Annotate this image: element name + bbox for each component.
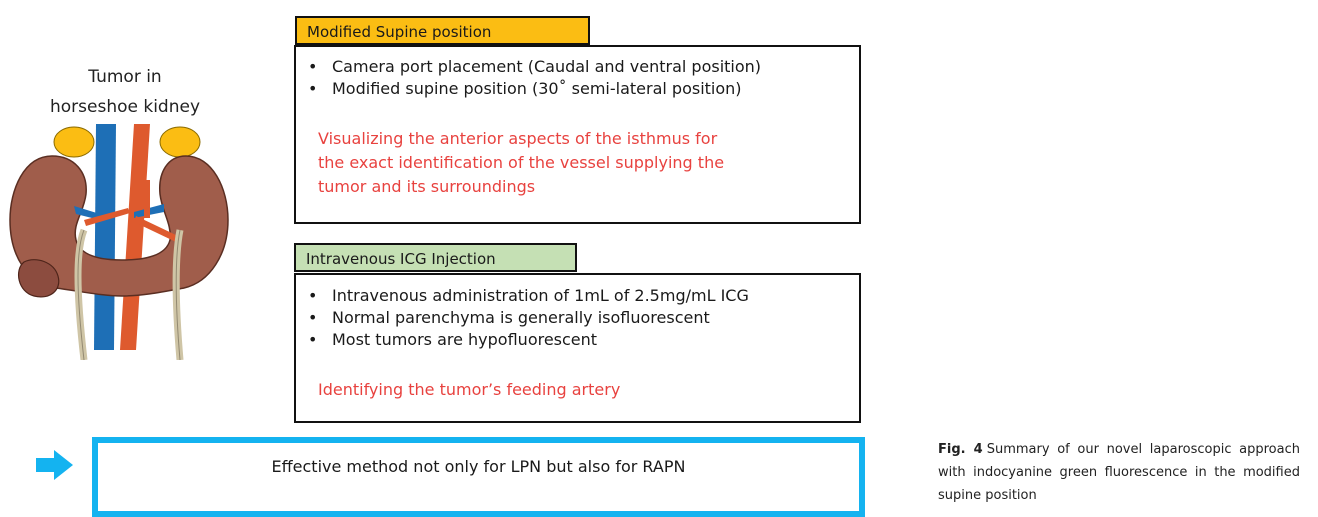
- vena-cava: [94, 124, 116, 350]
- position-panel-header: Modified Supine position: [295, 16, 590, 45]
- right-adrenal: [159, 126, 201, 158]
- kidney-title-line-2: horseshoe kidney: [49, 97, 201, 117]
- position-panel: Camera port placement (Caudal and ventra…: [294, 45, 861, 224]
- list-item: Normal parenchyma is generally isofluore…: [296, 307, 749, 329]
- highlight-line: Visualizing the anterior aspects of the …: [318, 129, 718, 148]
- result-text: Effective method not only for LPN but al…: [271, 457, 686, 476]
- list-item: Intravenous administration of 1mL of 2.5…: [296, 285, 749, 307]
- highlight-line: tumor and its surroundings: [318, 177, 536, 196]
- left-adrenal: [53, 126, 95, 158]
- tumor: [17, 259, 60, 298]
- renal-artery: [84, 208, 130, 226]
- caption-text: Summary of our novel laparoscopic approa…: [938, 442, 1300, 503]
- list-item: Camera port placement (Caudal and ventra…: [296, 56, 761, 78]
- horseshoe-kidney-illustration: [9, 124, 229, 360]
- icg-bullet-list: Intravenous administration of 1mL of 2.5…: [296, 285, 749, 351]
- left-renal-vein: [74, 206, 100, 220]
- position-bullet-list: Camera port placement (Caudal and ventra…: [296, 56, 761, 100]
- list-item: Modified supine position (30˚ semi-later…: [296, 78, 761, 100]
- highlight-line: the exact identification of the vessel s…: [318, 153, 725, 172]
- result-box: Effective method not only for LPN but al…: [92, 437, 865, 517]
- list-item: Most tumors are hypofluorescent: [296, 329, 749, 351]
- icg-panel: Intravenous administration of 1mL of 2.5…: [294, 273, 861, 423]
- kidney-title: Tumor in horseshoe kidney: [20, 62, 230, 122]
- icg-highlight: Identifying the tumor’s feeding artery: [318, 380, 621, 399]
- icg-panel-header: Intravenous ICG Injection: [294, 243, 577, 272]
- kidney-title-line-1: Tumor in: [88, 67, 162, 87]
- aorta: [120, 124, 150, 350]
- position-highlight: Visualizing the anterior aspects of the …: [318, 127, 838, 199]
- inferior-artery: [134, 216, 178, 242]
- right-arrow-icon: [36, 450, 73, 480]
- isthmus-artery: [144, 180, 150, 218]
- figure-label: Fig. 4: [938, 442, 983, 457]
